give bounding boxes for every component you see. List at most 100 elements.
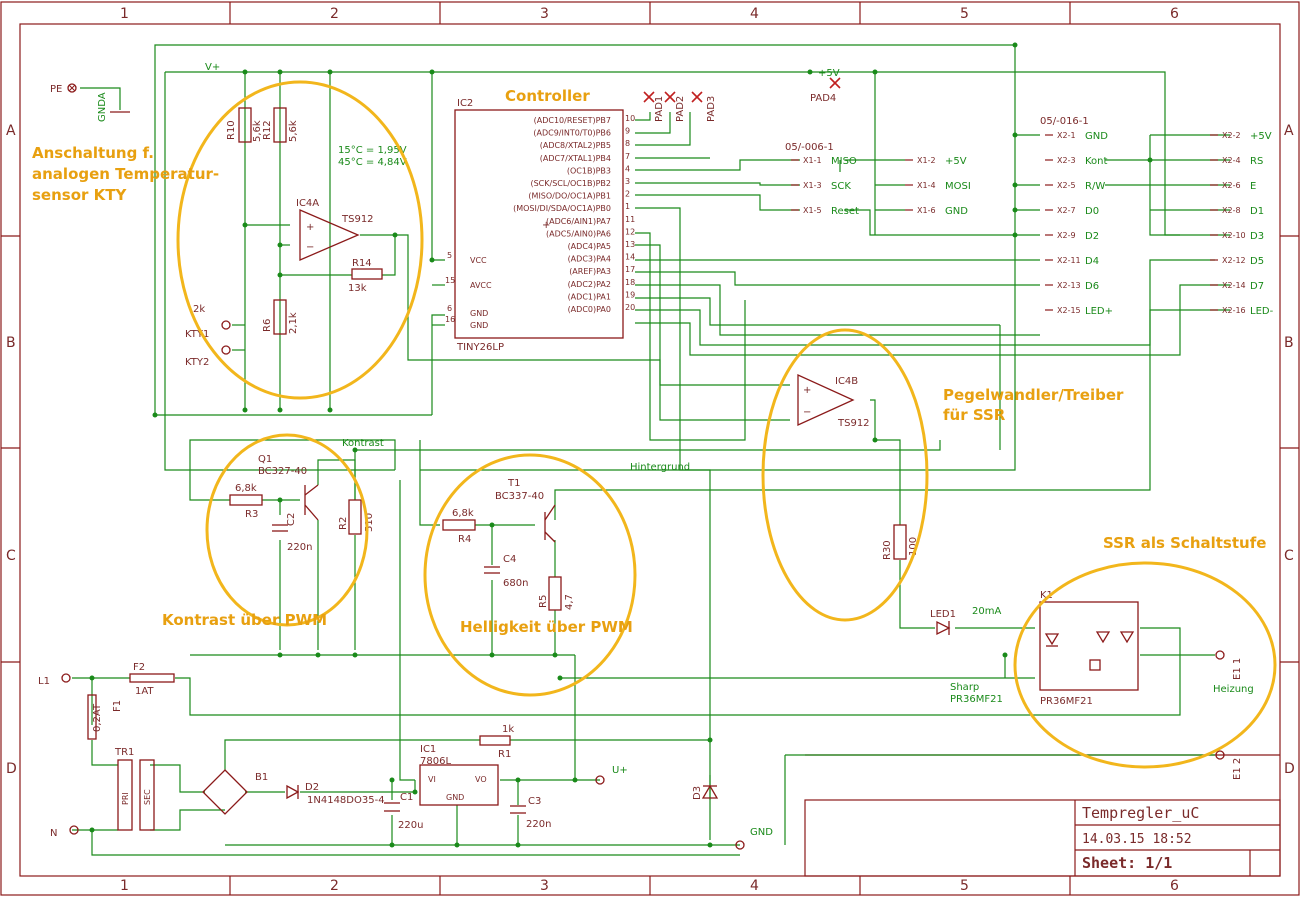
row-label-a: A <box>6 123 16 139</box>
col-label-5: 5 <box>960 6 969 22</box>
col-label-3: 3 <box>540 6 549 22</box>
c1-name: C1 <box>400 792 413 803</box>
x2-pin-name: E <box>1250 181 1256 192</box>
ic2-pin-label: (ADC4)PA5 <box>568 242 611 251</box>
x2-pin-id: X2-16 <box>1222 306 1246 315</box>
row-label-b: B <box>6 335 16 351</box>
ic2-pin-num: 20 <box>625 303 635 312</box>
x2-pin-name: RS <box>1250 156 1263 167</box>
r10-name: R10 <box>226 120 237 140</box>
r12-value: 5,6k <box>288 120 299 142</box>
uplus-label: U+ <box>612 765 628 776</box>
transistor-q1: Q1 BC327-40 <box>258 454 319 521</box>
col-label-6: 6 <box>1170 6 1179 22</box>
resistor-r14: R14 13k <box>348 258 383 294</box>
b1-label: B1 <box>255 772 268 783</box>
k1-name: K1 <box>1040 590 1053 601</box>
capacitor-c1: C1 220u <box>384 792 423 831</box>
x2-pin-id: X2-6 <box>1222 181 1241 190</box>
tr1-name: TR1 <box>114 747 134 758</box>
gnda-label: GNDA <box>97 92 108 122</box>
n-label: N <box>50 828 57 839</box>
x1-pin-name: Reset <box>831 206 859 217</box>
c3-name: C3 <box>528 796 541 807</box>
x2-pin-name: GND <box>1085 131 1108 142</box>
capacitor-c2: C2 220n <box>272 513 312 553</box>
ic2-pin-label: (ADC5/AIN0)PA6 <box>546 229 611 238</box>
c2-value: 220n <box>287 542 312 553</box>
x1-pin-id: X1-4 <box>917 181 936 190</box>
resistor-r6: R6 2,1k <box>262 299 299 335</box>
wires <box>72 44 1230 856</box>
x2-pin-name: LED+ <box>1085 306 1113 317</box>
f2-value: 1AT <box>135 686 154 697</box>
ic2-pin-num: 5 <box>447 251 452 260</box>
e1-2-label: E1 2 <box>1232 758 1243 780</box>
x2-pin-id: X2-3 <box>1057 156 1076 165</box>
row-label-d: D <box>6 761 17 777</box>
notes: Anschaltung f. analogen Temperatur- sens… <box>32 87 1266 636</box>
resistor-r12: R12 5,6k <box>262 107 299 143</box>
r2-value: 510 <box>364 513 375 532</box>
r30-value: 100 <box>908 537 919 556</box>
regulator-ic1: IC1 7806L VI VO GND <box>419 744 499 806</box>
ic2-pin-label: (ADC7/XTAL1)PB4 <box>540 154 611 163</box>
ic2-pin-num: 19 <box>625 290 635 299</box>
x1-pin-id: X1-5 <box>803 206 822 215</box>
r6-name: R6 <box>262 319 273 332</box>
e1-1-label: E1 1 <box>1232 658 1243 680</box>
ic2-pin-num: 8 <box>625 139 630 148</box>
x1-pin-id: X1-3 <box>803 181 822 190</box>
l1-label: L1 <box>38 676 50 687</box>
f2-name: F2 <box>133 662 145 673</box>
ic2-pin-label: GND <box>470 321 488 330</box>
r10-value: 5,6k <box>252 120 263 142</box>
ic2-pin-label: (ADC3)PA4 <box>568 255 611 264</box>
terminal-l1: L1 <box>38 673 71 687</box>
terminal-gnd: GND <box>735 827 773 850</box>
r6-value: 2,1k <box>288 312 299 334</box>
note-kty-2: analogen Temperatur- <box>32 165 219 183</box>
net-kontrast: Kontrast <box>342 438 384 449</box>
col-label-6-bottom: 6 <box>1170 878 1179 894</box>
pad4-label: PAD4 <box>810 93 836 104</box>
r4-name: R4 <box>458 534 471 545</box>
net-plus5v: +5V <box>818 68 840 79</box>
opamp-ic4a: +− IC4A TS912 <box>296 198 374 261</box>
c4-name: C4 <box>503 554 516 565</box>
note-kty-3: sensor KTY <box>32 186 127 204</box>
ic2-pin-label: (ADC0)PA0 <box>568 305 611 314</box>
opamp-ic4b: +− IC4B TS912 <box>797 373 870 429</box>
ic4a-type: TS912 <box>341 214 374 225</box>
pad1-label: PAD1 <box>654 96 665 122</box>
power-supply: L1 N F2 1AT F1 0,2AT TR1 PRI SEC B1 <box>38 662 773 850</box>
x2-pin-id: X2-8 <box>1222 206 1241 215</box>
x2-pin-id: X2-2 <box>1222 131 1241 140</box>
r14-name: R14 <box>352 258 372 269</box>
ic2-name: IC2 <box>457 98 473 109</box>
ic1-type: 7806L <box>420 756 451 767</box>
r5-name: R5 <box>538 595 549 608</box>
t1-name: T1 <box>507 478 520 489</box>
heizung-terminals: E1 1 E1 2 Heizung <box>1213 650 1254 780</box>
x2-pin-id: X2-12 <box>1222 256 1246 265</box>
ic1-gnd: GND <box>446 793 464 802</box>
x2-pin-id: X2-4 <box>1222 156 1241 165</box>
kty2-label: KTY2 <box>185 357 209 368</box>
r4-value: 6,8k <box>452 508 474 519</box>
x2-pin-id: X2-9 <box>1057 231 1076 240</box>
col-label-1-bottom: 1 <box>120 878 129 894</box>
resistor-r5: R5 4,7 <box>538 576 575 611</box>
resistor-r2: R2 510 <box>338 499 375 535</box>
x1-pin-name: SCK <box>831 181 851 192</box>
x2-pin-id: X2-14 <box>1222 281 1246 290</box>
helligkeit-stage: Hintergrund T1 BC337-40 6,8k R4 C4 680n … <box>442 462 690 611</box>
x2-pin-name: D5 <box>1250 256 1264 267</box>
col-label-5-bottom: 5 <box>960 878 969 894</box>
x2-pin-name: D6 <box>1085 281 1099 292</box>
capacitor-c3: C3 220n <box>510 796 551 830</box>
x2-pin-id: X2-7 <box>1057 206 1076 215</box>
x2-pin-name: LED- <box>1250 306 1274 317</box>
ic2-pin-num: 2 <box>625 190 630 199</box>
x1-pin-id: X1-6 <box>917 206 936 215</box>
